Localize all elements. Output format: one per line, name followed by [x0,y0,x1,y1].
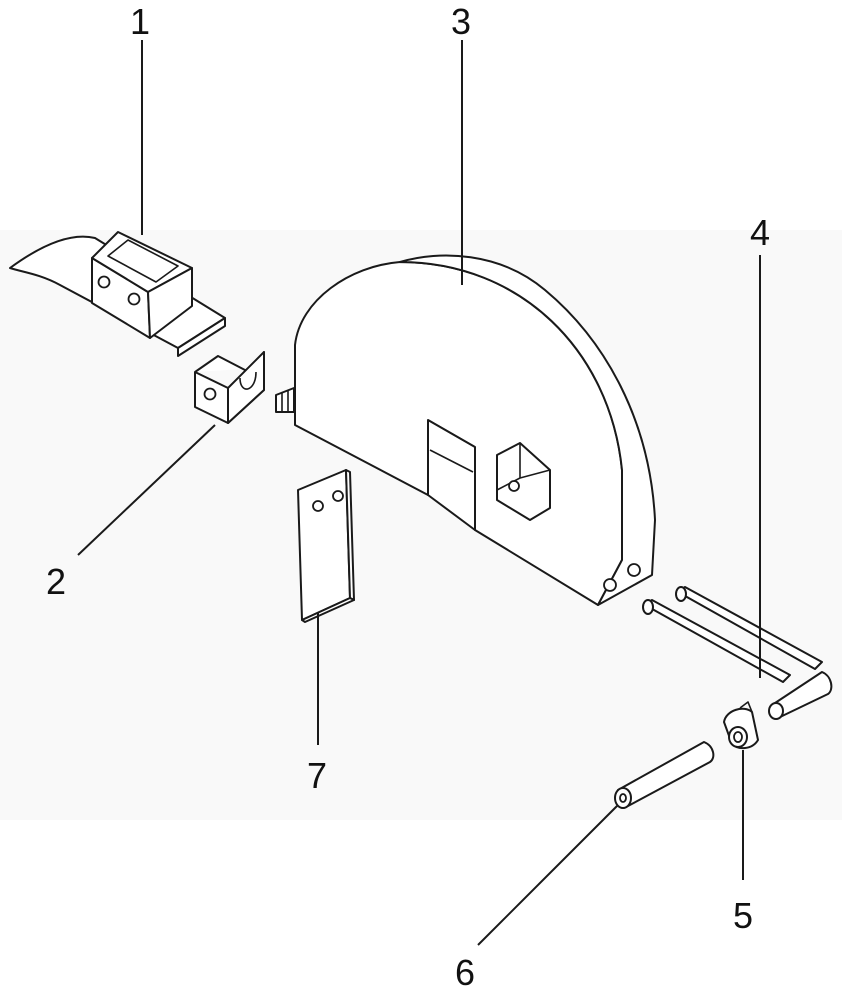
part-label-5: 5 [733,895,753,936]
part-5-collar [723,701,759,750]
part-label-4: 4 [750,212,770,253]
part-4-rod-assembly [642,586,833,720]
part-7-plate [297,469,355,623]
part-2-slotted-bracket [194,351,265,424]
part-6-pin [614,741,715,809]
part-1-bracket [9,231,226,357]
part-label-7: 7 [307,755,327,796]
part-label-6: 6 [455,952,475,993]
leader-line-2 [77,424,216,556]
part-label-1: 1 [130,1,150,42]
part-label-2: 2 [46,561,66,602]
background-shade [0,230,842,820]
leader-line-6 [477,805,618,946]
part-3-blade-guard [275,254,656,606]
part-label-3: 3 [451,1,471,42]
